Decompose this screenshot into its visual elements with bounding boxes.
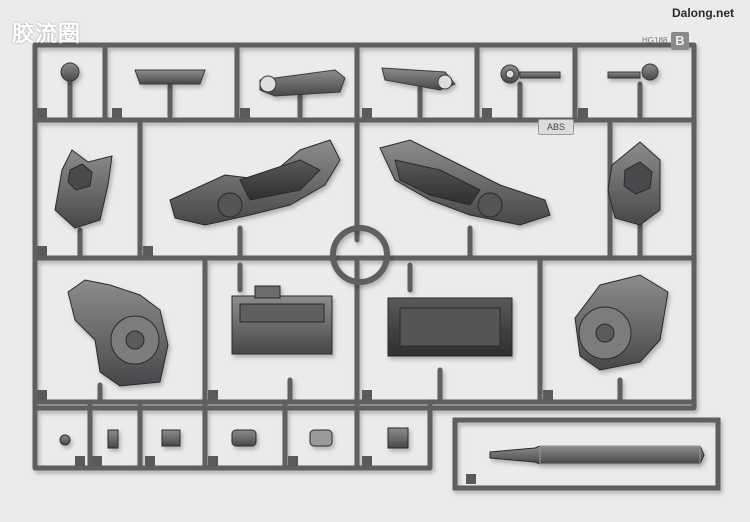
watermark-right: Dalong.net [672, 6, 734, 20]
center-ring [330, 225, 390, 285]
armor-parts-middle [54, 139, 661, 229]
part-ball-joint [60, 62, 80, 82]
watermark-left: 胶流圈 [12, 22, 82, 47]
part-block-13 [387, 427, 409, 449]
small-parts-top-row [60, 62, 659, 97]
material-tag: ABS [538, 119, 574, 135]
part-number-tabs [37, 108, 588, 484]
armor-parts-lower [67, 274, 669, 387]
part-cap-11 [231, 429, 257, 447]
part-peg-8 [59, 434, 71, 446]
small-parts-bottom-row [59, 427, 705, 465]
part-hex-shoulder-left [54, 149, 113, 229]
runner-code: HG188 [642, 36, 668, 45]
runner-letter: B [671, 32, 689, 50]
runner-frame [32, 42, 721, 491]
part-bracket-3 [259, 69, 346, 97]
part-peg-9 [107, 429, 119, 449]
part-bar-2 [134, 69, 206, 85]
part-ring-15 [641, 63, 659, 81]
part-cube-10 [161, 429, 181, 447]
part-barrel [489, 445, 705, 465]
part-cap-12 [309, 429, 333, 447]
